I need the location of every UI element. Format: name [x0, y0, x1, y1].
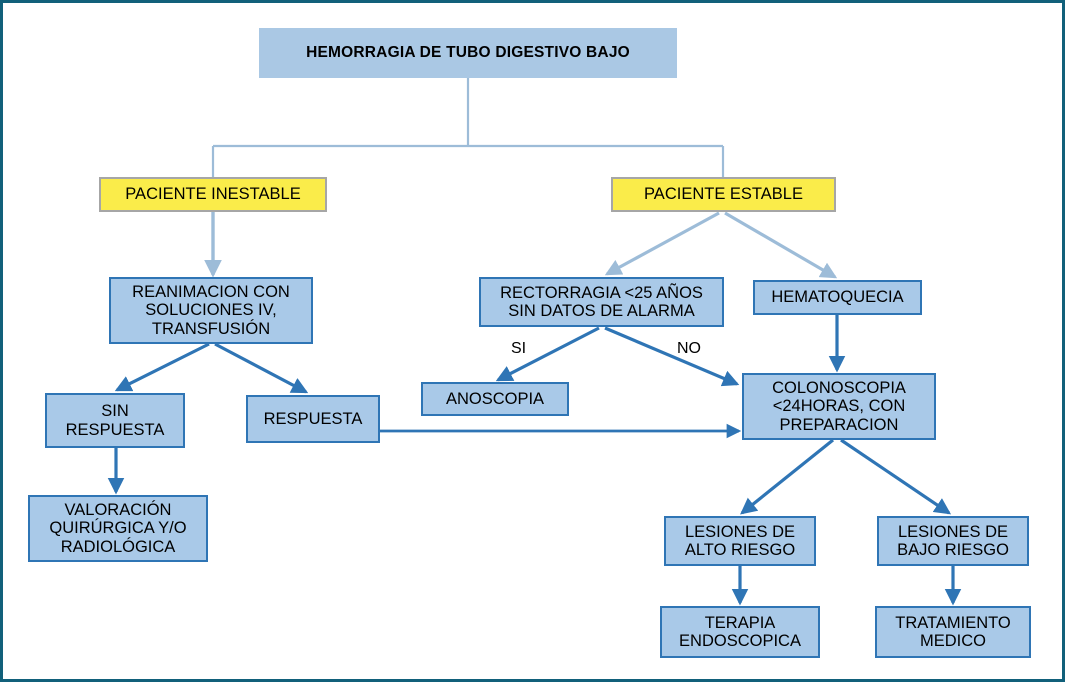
edge-label-no: NO	[677, 340, 701, 357]
node-hemorragia-tubo-digestivo-bajo: HEMORRAGIA DE TUBO DIGESTIVO BAJO	[259, 28, 677, 78]
edge-reanimacion-sinrespuesta	[114, 342, 210, 392]
node-lesiones-de-alto-riesgo[interactable]: LESIONES DE ALTO RIESGO	[664, 516, 816, 566]
node-respuesta[interactable]: RESPUESTA	[246, 395, 380, 443]
node-paciente-estable[interactable]: PACIENTE ESTABLE	[611, 177, 836, 212]
edge-estable-hematoquecia	[724, 211, 838, 279]
node-hematoquecia[interactable]: HEMATOQUECIA	[753, 280, 922, 315]
edge-colonoscopia-altoriesgo	[740, 438, 835, 515]
edge-colonoscopia-bajoriesgo	[840, 438, 952, 515]
edge-reanimacion-respuesta	[214, 342, 309, 394]
node-paciente-inestable[interactable]: PACIENTE INESTABLE	[99, 177, 327, 212]
edge-estable-rectorragia	[604, 211, 720, 276]
node-tratamiento-medico[interactable]: TRATAMIENTO MEDICO	[875, 606, 1031, 658]
edge-titulo-split	[211, 78, 725, 177]
node-sin-respuesta[interactable]: SIN RESPUESTA	[45, 393, 185, 448]
edge-label-si: SI	[511, 340, 527, 357]
node-anoscopia[interactable]: ANOSCOPIA	[421, 382, 569, 416]
node-valoracion-quirurgica-y-o-radiologica[interactable]: VALORACIÓN QUIRÚRGICA Y/O RADIOLÓGICA	[28, 495, 208, 562]
node-rectorragia-menor-25-anos-sin-datos-de-alarma[interactable]: RECTORRAGIA <25 AÑOS SIN DATOS DE ALARMA	[479, 277, 724, 327]
node-colonoscopia-24horas-con-preparacion[interactable]: COLONOSCOPIA <24HORAS, CON PREPARACION	[742, 373, 936, 440]
node-terapia-endoscopica[interactable]: TERAPIA ENDOSCOPICA	[660, 606, 820, 658]
node-reanimacion-soluciones-iv-transfusion[interactable]: REANIMACION CON SOLUCIONES IV, TRANSFUSI…	[109, 277, 313, 344]
node-lesiones-de-bajo-riesgo[interactable]: LESIONES DE BAJO RIESGO	[877, 516, 1029, 566]
edge-rectorragia-colonoscopia	[604, 326, 740, 387]
